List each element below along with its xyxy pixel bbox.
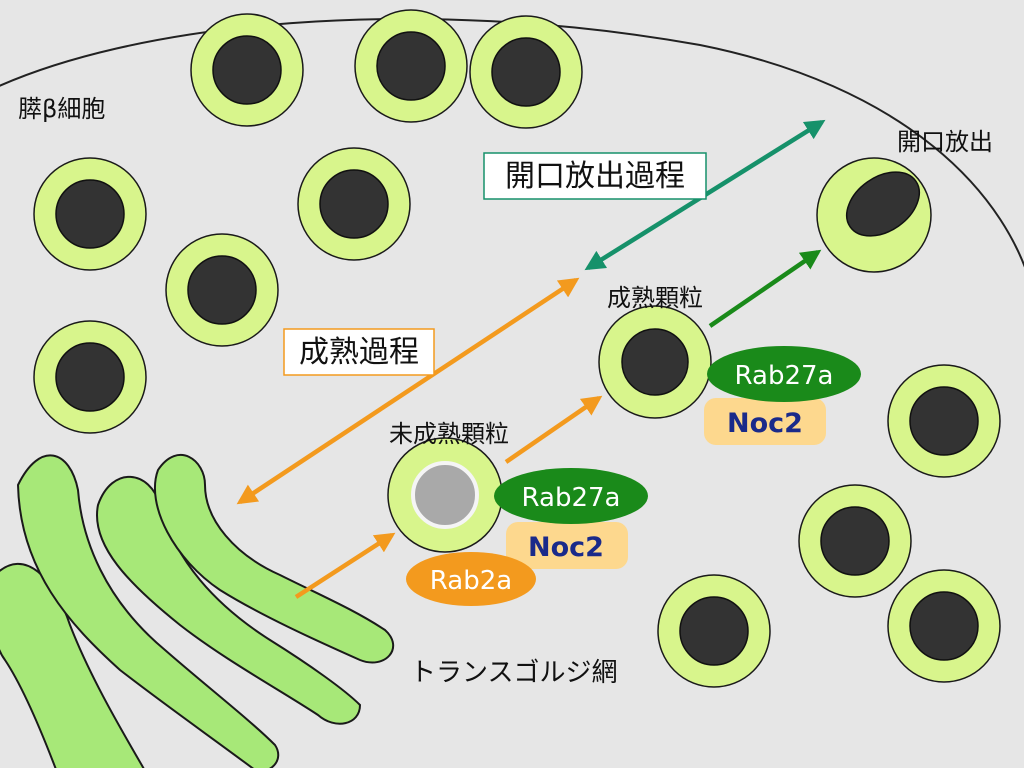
trans-golgi-network-label: トランスゴルジ網: [410, 658, 617, 688]
noc2-tag-immature: [506, 522, 628, 569]
granule: [657, 574, 771, 688]
trans-golgi-network: [0, 454, 395, 768]
mature-granule-label: 成熟顆粒: [607, 284, 703, 312]
immature-granule: [387, 437, 503, 553]
exocytosis-process-box: [483, 152, 707, 200]
rab2a-tag: [406, 552, 536, 606]
cell-label: 膵β細胞: [18, 95, 105, 123]
exocytosis-process-label: 開口放出過程: [505, 159, 685, 194]
maturation-process-arrow: [236, 277, 580, 505]
granule: [887, 569, 1001, 683]
immature-granule-label: 未成熟顆粒: [389, 420, 509, 448]
granule: [165, 233, 279, 347]
granule: [33, 157, 147, 271]
maturation-process-label: 成熟過程: [299, 335, 419, 370]
exocytosis-label: 開口放出: [897, 128, 993, 156]
rab27a-tag-mature: [707, 346, 861, 402]
rab27a-label-mature: Rab27a: [735, 361, 834, 391]
granule: [354, 9, 468, 123]
rab27a-tag-immature: [494, 468, 648, 524]
granule: [190, 13, 304, 127]
rab27a-label-immature: Rab27a: [522, 483, 621, 513]
exocytosing-granule: [816, 157, 932, 273]
mature-granule: [598, 305, 712, 419]
granule: [297, 147, 411, 261]
mature-to-exocytosis-arrow: [708, 249, 822, 328]
granule: [33, 320, 147, 434]
golgi-cisterna-4: [153, 454, 395, 664]
background-granules: [33, 9, 1001, 688]
immature-to-mature-arrow: [504, 395, 603, 464]
golgi-to-immature-arrow: [294, 532, 396, 599]
noc2-label-mature: Noc2: [727, 408, 803, 439]
noc2-label-immature: Noc2: [528, 532, 604, 563]
golgi-cisterna-2: [16, 454, 280, 768]
rab2a-label: Rab2a: [430, 566, 512, 596]
maturation-process-box: [283, 328, 435, 376]
granule: [887, 364, 1001, 478]
granule: [798, 484, 912, 598]
granule: [469, 15, 583, 129]
noc2-tag-mature: [704, 398, 826, 445]
